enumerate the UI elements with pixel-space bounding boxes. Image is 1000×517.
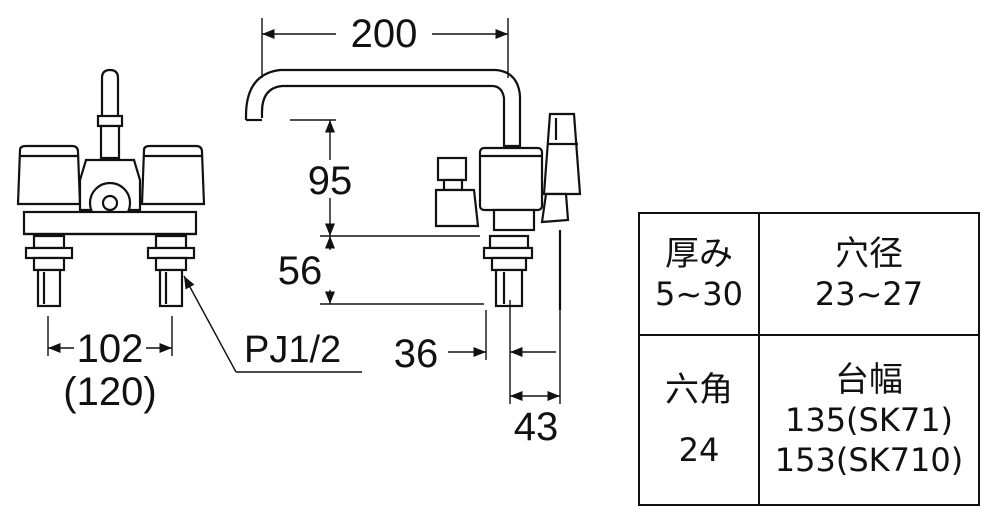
hex-label: 六角 [665, 370, 733, 410]
spec-cell-base-width: 台幅 135(SK71) 153(SK710) [758, 334, 980, 506]
spec-table: 厚み 5~30 穴径 23~27 六角 24 台幅 135(SK71) 153(… [638, 212, 980, 506]
side-spout-tube [244, 68, 522, 148]
dimension-height-lower [320, 236, 484, 305]
dim-offset-36: 36 [394, 332, 439, 376]
spec-row-bottom: 六角 24 台幅 135(SK71) 153(SK710) [638, 334, 980, 506]
dim-spout-reach: 200 [351, 12, 418, 56]
dim-offset-43: 43 [514, 405, 559, 449]
dim-height-lower: 56 [278, 249, 323, 293]
dim-center-distance: 102 [77, 327, 144, 371]
side-right-handle [542, 112, 582, 196]
front-left-shank [36, 268, 62, 308]
dimension-offset-36 [448, 300, 556, 404]
dimension-spout-reach [261, 18, 509, 78]
spec-row-top: 厚み 5~30 穴径 23~27 [638, 212, 980, 336]
base-width-label: 台幅 [835, 360, 903, 400]
pipe-thread-leader [183, 275, 362, 373]
dimension-offset-43 [510, 310, 561, 404]
spec-cell-hole: 穴径 23~27 [758, 212, 980, 336]
front-spout-neck [99, 124, 121, 160]
thickness-value: 5~30 [655, 275, 743, 313]
side-lever [436, 156, 468, 182]
front-outlet-hole [101, 194, 119, 212]
dim-height-upper: 95 [308, 159, 353, 203]
front-right-shank [158, 268, 184, 308]
side-view [244, 68, 582, 310]
side-shank [494, 268, 524, 308]
spec-cell-thickness: 厚み 5~30 [638, 212, 760, 336]
dimension-height-upper [290, 119, 480, 237]
front-right-handle [140, 144, 206, 206]
hole-label: 穴径 [835, 234, 903, 274]
base-width-value-2: 153(SK710) [774, 441, 964, 479]
dim-center-distance-alt: (120) [63, 370, 156, 414]
front-spout-collar [96, 114, 124, 128]
front-spout-top [100, 68, 120, 120]
hole-value: 23~27 [814, 275, 924, 313]
pipe-thread-label: PJ1/2 [244, 329, 341, 371]
side-body [478, 146, 544, 212]
thickness-label: 厚み [665, 234, 733, 274]
base-width-value-1: 135(SK71) [784, 401, 954, 439]
front-base [22, 210, 198, 236]
front-view [16, 68, 206, 308]
hex-value: 24 [678, 431, 720, 469]
dimension-center-distance [47, 316, 173, 356]
spec-cell-hex: 六角 24 [638, 334, 760, 506]
front-left-handle [16, 144, 82, 206]
